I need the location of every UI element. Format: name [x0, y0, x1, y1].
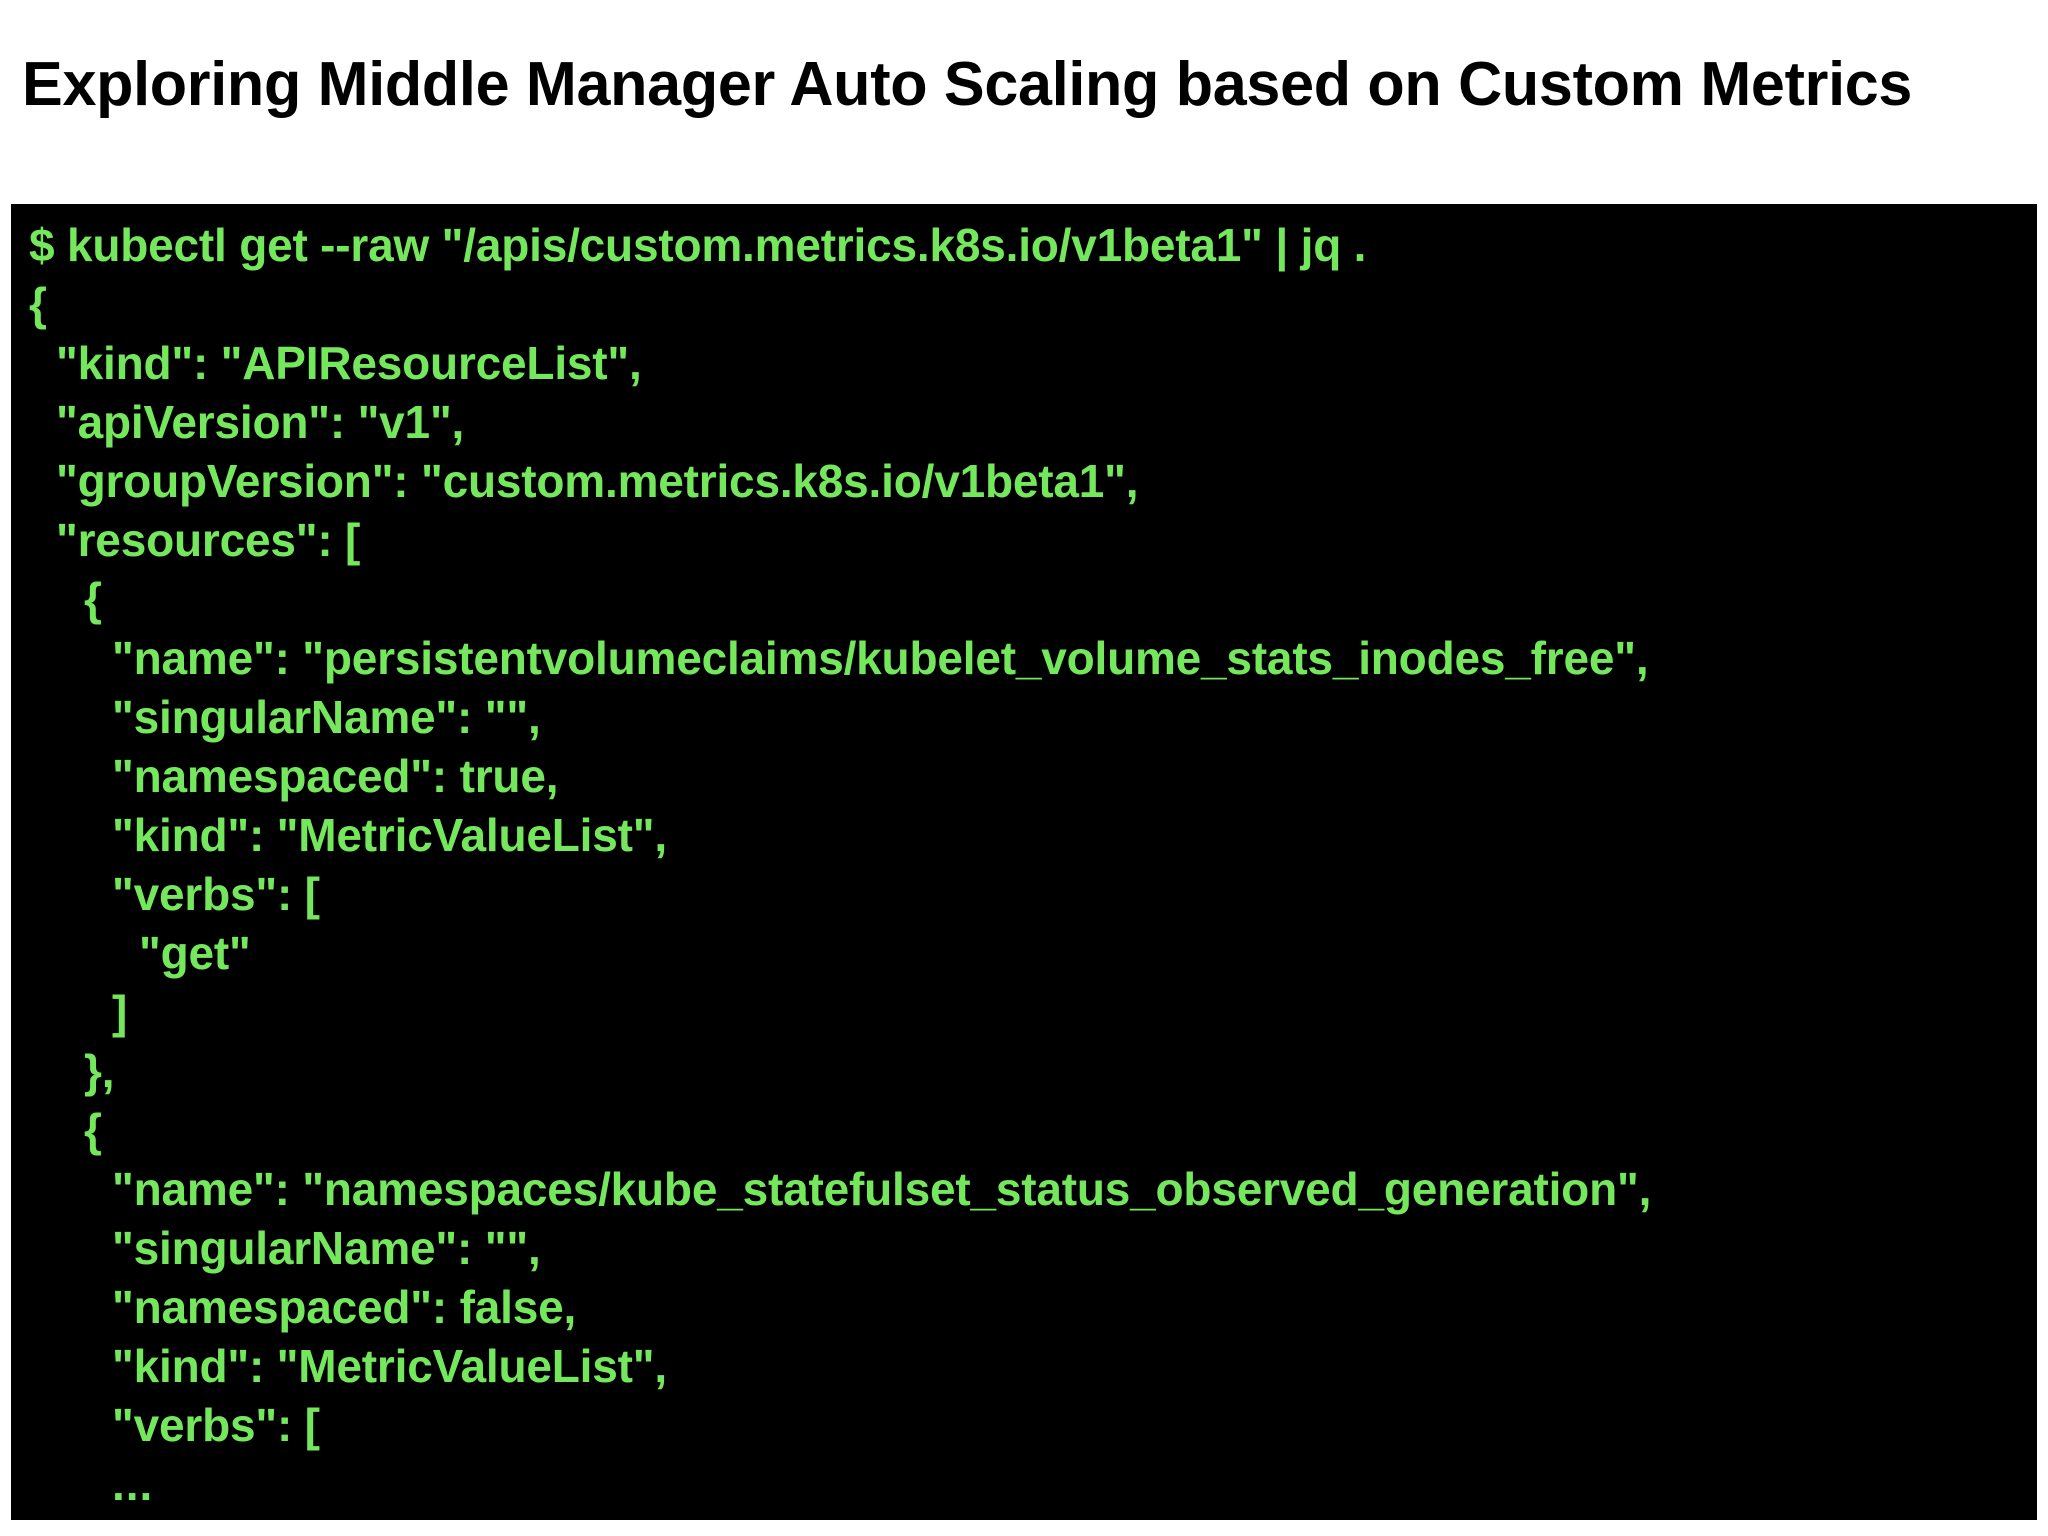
terminal-line: "namespaced": true,: [112, 750, 559, 802]
terminal-panel[interactable]: $ kubectl get --raw "/apis/custom.metric…: [11, 204, 2037, 1520]
terminal-line: {: [84, 573, 102, 625]
terminal-line: {: [29, 278, 47, 330]
terminal-line: "kind": "MetricValueList",: [112, 809, 667, 861]
terminal-line: "kind": "APIResourceList",: [56, 337, 642, 389]
terminal-line: "verbs": [: [112, 868, 320, 920]
terminal-line: ...: [112, 1458, 154, 1510]
terminal-line: },: [84, 1045, 115, 1097]
terminal-output[interactable]: $ kubectl get --raw "/apis/custom.metric…: [11, 204, 1651, 1514]
page-title: Exploring Middle Manager Auto Scaling ba…: [22, 50, 1913, 119]
terminal-line: "singularName": "",: [112, 1222, 541, 1274]
terminal-line: "groupVersion": "custom.metrics.k8s.io/v…: [56, 455, 1139, 507]
terminal-line: ]: [112, 986, 128, 1038]
terminal-line: "get": [139, 927, 251, 979]
terminal-line: "resources": [: [56, 514, 361, 566]
terminal-line: "name": "namespaces/kube_statefulset_sta…: [112, 1163, 1652, 1215]
terminal-line: $ kubectl get --raw "/apis/custom.metric…: [29, 219, 1367, 271]
terminal-line: "name": "persistentvolumeclaims/kubelet_…: [112, 632, 1649, 684]
terminal-line: "namespaced": false,: [112, 1281, 577, 1333]
terminal-line: "verbs": [: [112, 1399, 320, 1451]
terminal-line: "apiVersion": "v1",: [56, 396, 465, 448]
terminal-line: {: [84, 1104, 102, 1156]
terminal-line: "singularName": "",: [112, 691, 541, 743]
terminal-line: "kind": "MetricValueList",: [112, 1340, 667, 1392]
